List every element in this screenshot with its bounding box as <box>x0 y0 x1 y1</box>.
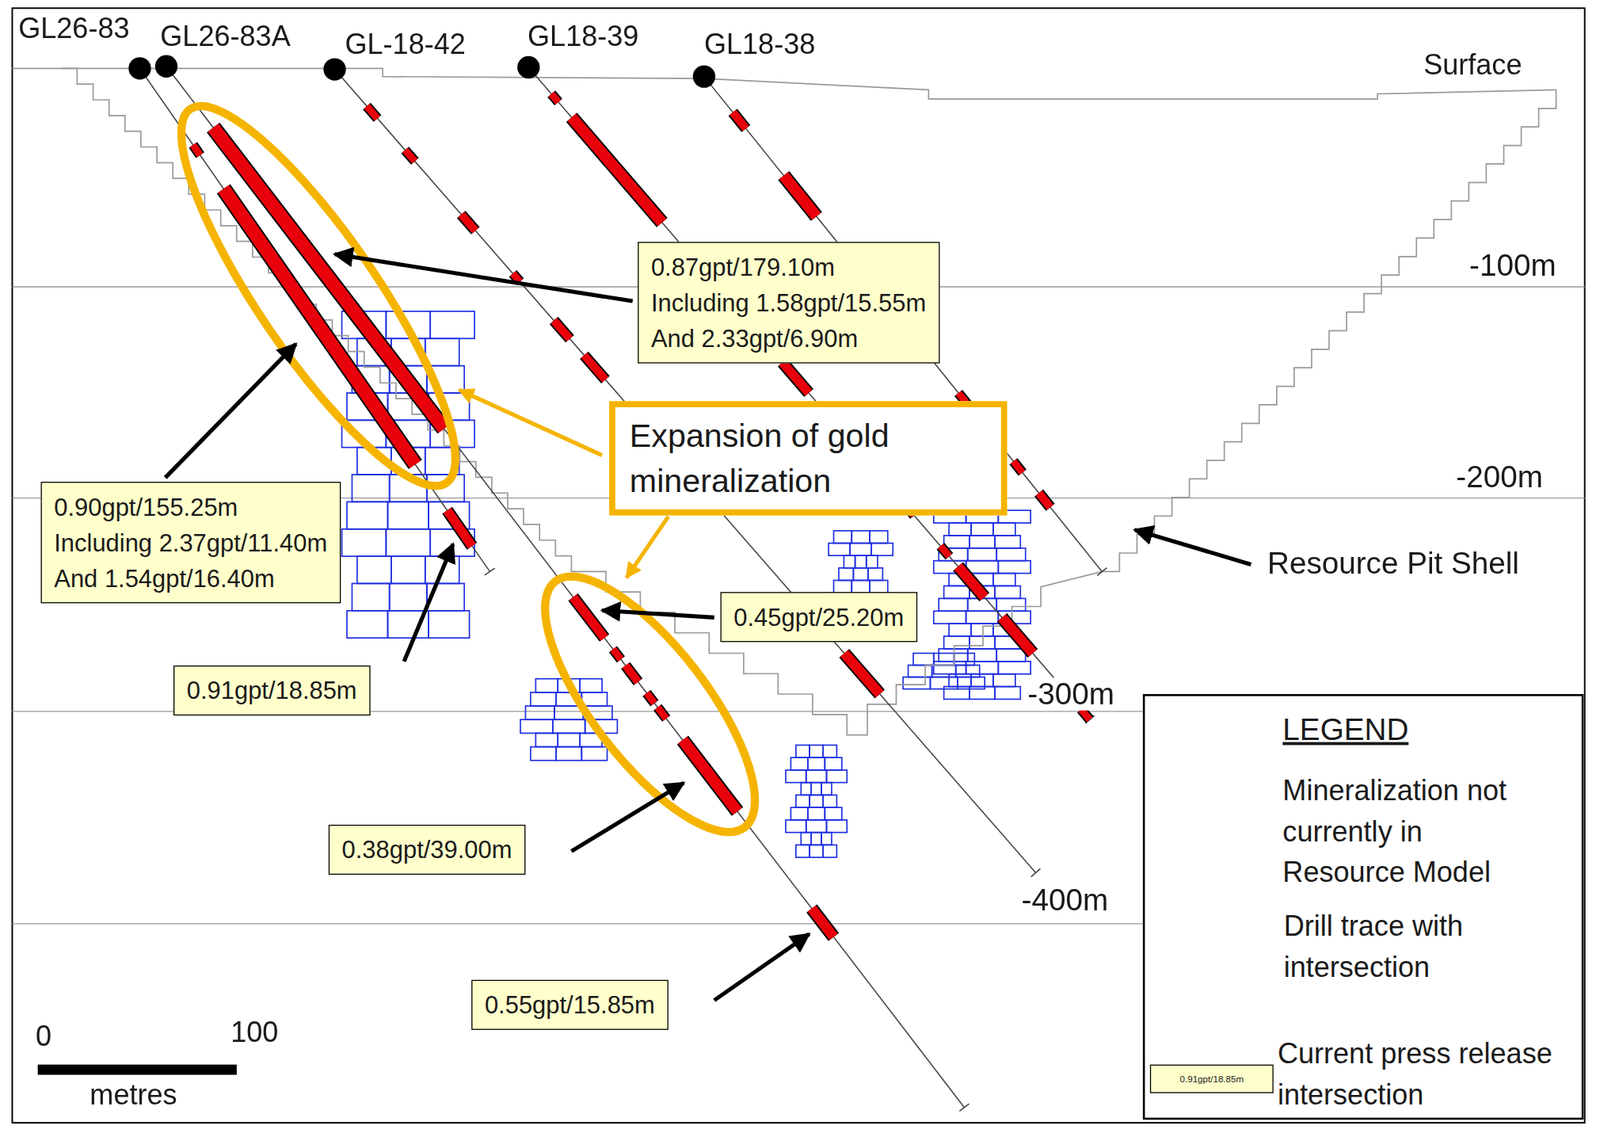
intersection-callout: 0.91gpt/18.85m <box>173 665 370 716</box>
depth-label: -100m <box>1466 248 1559 282</box>
node-text: Expansion of gold mineralization <box>629 417 890 500</box>
hole-name: GL-18-42 <box>344 28 465 61</box>
scale-number: 0 <box>35 1020 52 1053</box>
hole-name: GL26-83A <box>160 20 290 54</box>
node-text: And 1.54gpt/16.40m <box>53 560 328 596</box>
hole-name: GL18-39 <box>527 20 639 54</box>
legend-text: Mineralization not currently in Resource… <box>1282 770 1538 894</box>
node-text: 0.91gpt/18.85m <box>186 672 358 709</box>
intersection-callout: 0.38gpt/39.00m <box>328 824 526 875</box>
depth-lines <box>11 286 1585 924</box>
hole-name: GL18-38 <box>704 28 816 61</box>
scale-bar <box>38 1064 237 1075</box>
node-text: Including 1.58gpt/15.55m <box>651 284 926 320</box>
legend-swatch: 0.91gpt/18.85m <box>1150 1064 1274 1094</box>
scale-number: 100 <box>230 1016 279 1049</box>
swatch-sample-text: 0.91gpt/18.85m <box>1180 1073 1245 1084</box>
expansion-box: Expansion of gold mineralization <box>609 400 1007 515</box>
node-text: 0.38gpt/39.00m <box>342 831 513 868</box>
leader-arrows <box>165 254 1252 1001</box>
legend-text: Drill trace with intersection <box>1283 906 1540 988</box>
mineralization-blocks <box>342 311 1032 858</box>
node-text: 0.90gpt/155.25m <box>53 488 328 525</box>
intersection-callout: 0.55gpt/15.85m <box>471 979 668 1030</box>
surface-line <box>11 68 1556 100</box>
intersection-callout: 0.90gpt/155.25mIncluding 2.37gpt/11.40mA… <box>41 481 341 603</box>
resource-pit-shell <box>60 68 1556 735</box>
legend-text: Current press release intersection <box>1277 1033 1579 1116</box>
node-text: 0.45gpt/25.20m <box>733 598 904 635</box>
node-text: And 2.33gpt/6.90m <box>651 320 926 357</box>
depth-label: -200m <box>1452 460 1546 493</box>
surface-label: Surface <box>1423 49 1522 82</box>
depth-label: -400m <box>1018 883 1112 917</box>
intersection-callout: 0.87gpt/179.10mIncluding 1.58gpt/15.55mA… <box>637 241 940 363</box>
depth-label: -300m <box>1024 677 1117 710</box>
node-text: 0.55gpt/15.85m <box>484 986 656 1023</box>
frame <box>11 7 1585 1123</box>
scale-unit: metres <box>89 1078 177 1112</box>
intersection-callout: 0.45gpt/25.20m <box>720 591 918 642</box>
node-text: Including 2.37gpt/11.40m <box>53 524 328 560</box>
node-text: 0.87gpt/179.10m <box>651 248 926 285</box>
hole-name: GL26-83 <box>18 11 130 45</box>
pit-shell-label: Resource Pit Shell <box>1267 547 1520 580</box>
node-text: LEGEND <box>1282 712 1409 747</box>
